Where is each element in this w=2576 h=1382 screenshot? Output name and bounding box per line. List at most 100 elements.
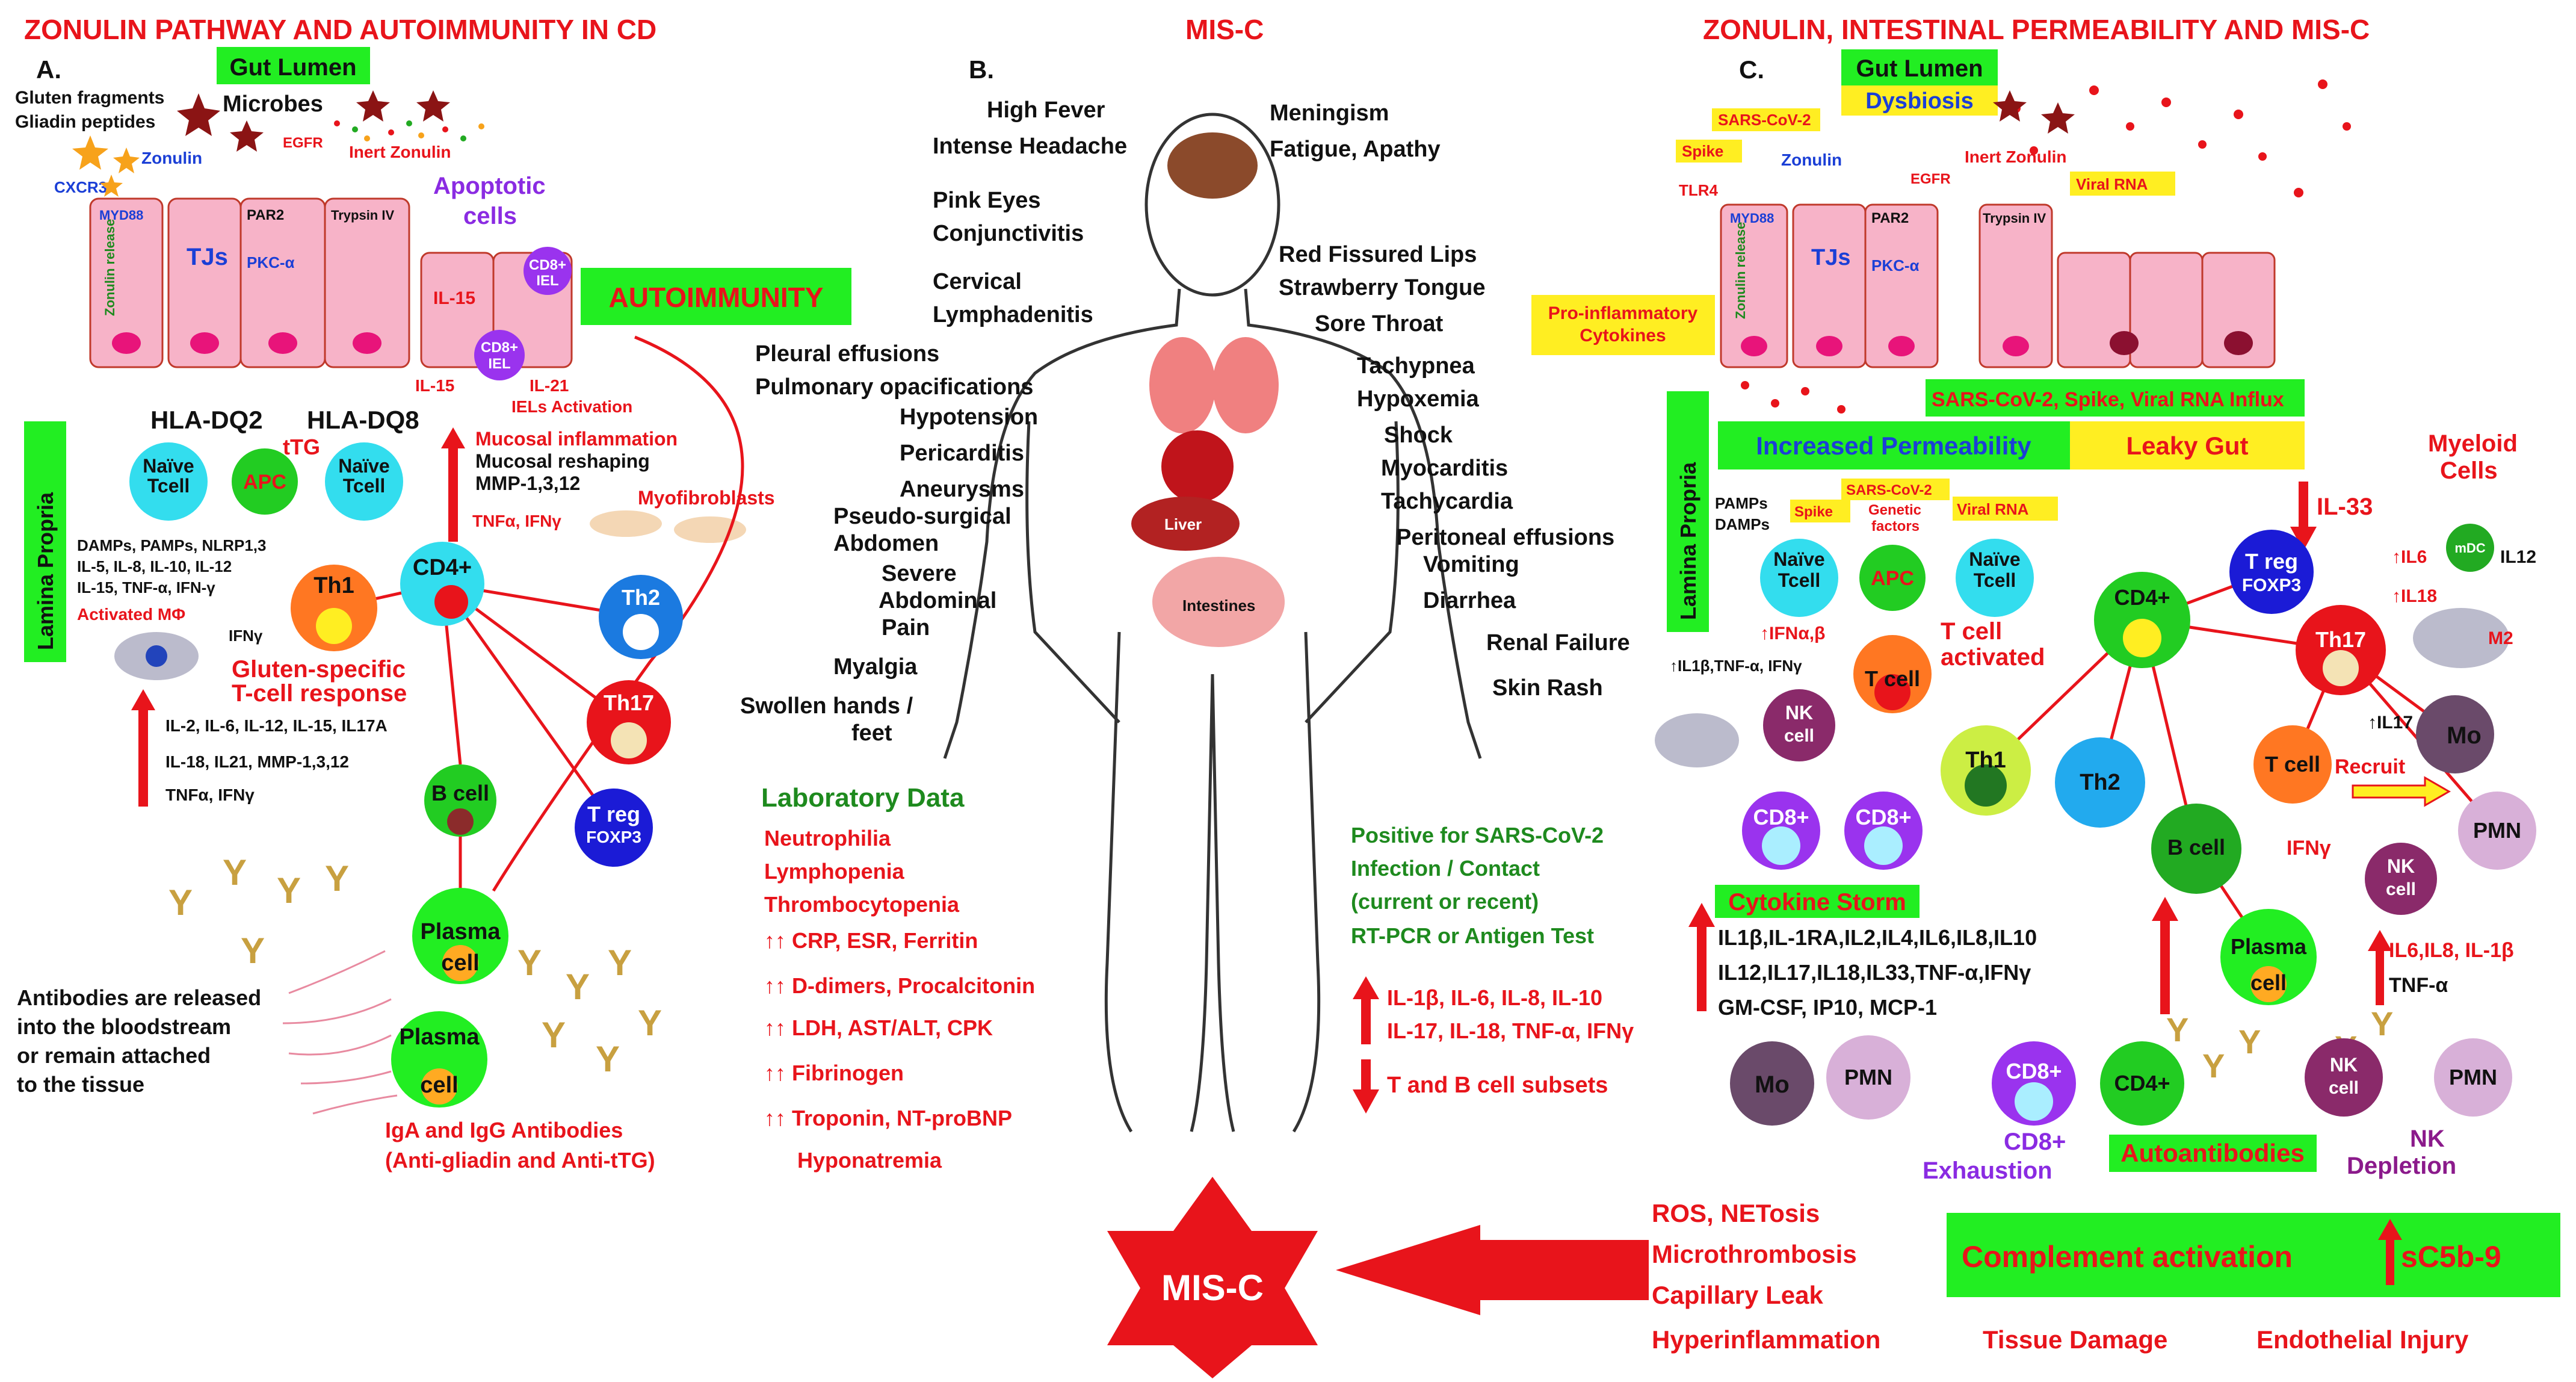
- mucosal-line3: MMP-1,3,12: [475, 473, 580, 494]
- spike-box-c2: [1790, 500, 1850, 522]
- lab-value-6: ↑↑ LDH, AST/ALT, CPK: [764, 1015, 993, 1040]
- naive-tcell-a1-line1: Naïve: [143, 455, 194, 477]
- il18-label-c: ↑IL18: [2392, 586, 2437, 606]
- naive-tcell-c1: [1760, 539, 1838, 617]
- treg-cell-a: [575, 789, 653, 867]
- positive-line3: (current or recent): [1351, 889, 1539, 914]
- cd4-label-c1: CD4+: [2114, 585, 2170, 610]
- lab-value-9: Hyponatremia: [797, 1148, 942, 1173]
- positive-line4: RT-PCR or Antigen Test: [1351, 923, 1594, 948]
- zonulin-release-label-c: Zonulin release: [1733, 222, 1748, 319]
- cd8-iel-a2-line1: CD8+: [481, 339, 518, 356]
- nk-label-c1: NK: [1785, 702, 1813, 724]
- pmn-label-c2: PMN: [1844, 1065, 1892, 1089]
- gluten-specific-line2: T-cell response: [232, 680, 407, 707]
- symptom-shock: Shock: [1384, 423, 1453, 448]
- gut-lumen-label-c: Gut Lumen: [1856, 55, 1983, 82]
- svg-text:Y: Y: [566, 967, 590, 1007]
- symptom-lymphadenitis: Lymphadenitis: [933, 302, 1093, 327]
- symptom-diarrhea: Diarrhea: [1423, 588, 1516, 613]
- cd8-label-c3: CD8+: [2006, 1059, 2062, 1083]
- plasma-cell-a1: [412, 888, 508, 984]
- symptom-tachypnea: Tachypnea: [1357, 353, 1475, 379]
- symptom-abdomen: Abdomen: [833, 531, 939, 556]
- lungs-icon: [1149, 337, 1279, 433]
- tjs-label-c: TJs: [1811, 245, 1850, 270]
- bottom-list-1: ROS, NETosis: [1652, 1199, 1820, 1227]
- storm-line3: GM-CSF, IP10, MCP-1: [1718, 995, 1937, 1020]
- symptom-headache: Intense Headache: [933, 134, 1127, 159]
- complement-label: Complement activation: [1962, 1240, 2293, 1274]
- right-cyto-arrow-shaft: [2376, 945, 2384, 1005]
- naive-tcell-a2: [325, 442, 403, 521]
- tb-down-arrow-head: [1353, 1089, 1379, 1114]
- leaky-gut-box: [2070, 421, 2305, 469]
- bcell-label-c: B cell: [2167, 835, 2225, 860]
- il33-arrow-shaft: [2299, 482, 2308, 530]
- plasma-nucleus-a1: [442, 945, 478, 981]
- liver-icon: [1131, 497, 1240, 551]
- brain-icon: [1167, 132, 1258, 199]
- cd8-iel-a2-line2: IEL: [488, 356, 510, 372]
- endothelial-label: Endothelial Injury: [2256, 1325, 2469, 1354]
- bcell-a: [424, 764, 496, 837]
- recruit-arrow-icon: [2352, 776, 2451, 807]
- nk-depletion-line1: NK: [2410, 1126, 2445, 1152]
- bcell-label-a: B cell: [431, 781, 489, 805]
- debris-dots-a: [334, 120, 484, 141]
- mdc-cell-icon: [2446, 524, 2494, 572]
- par2-label-c: PAR2: [1871, 210, 1909, 226]
- panel-c-letter: C.: [1739, 55, 1764, 84]
- storm-up-arrow-head: [1688, 903, 1715, 927]
- svg-text:Y: Y: [325, 858, 349, 899]
- microbe-star-icons-a: [177, 90, 450, 152]
- th2-nucleus-a: [623, 614, 659, 650]
- bcell-c: [2151, 804, 2241, 894]
- naive-tcell-c1-line2: Tcell: [1778, 569, 1821, 591]
- il33-label: IL-33: [2317, 494, 2373, 520]
- inert-zonulin-label-c: Inert Zonulin: [1965, 147, 2067, 166]
- microbes-label-a: Microbes: [223, 91, 323, 117]
- svg-text:Y: Y: [517, 943, 542, 983]
- pkc-label-c: PKC-α: [1871, 256, 1920, 274]
- mdc-label: mDC: [2454, 541, 2485, 556]
- symptom-renal-failure: Renal Failure: [1486, 630, 1630, 655]
- mo-label-c2: Mo: [1755, 1071, 1790, 1098]
- antibodies-text-line3: or remain attached: [17, 1043, 211, 1068]
- panel-b-title: MIS-C: [1185, 14, 1264, 45]
- intestines-label: Intestines: [1182, 596, 1255, 615]
- plasma-cell-label-a1: cell: [441, 950, 479, 976]
- spike-box-c1: [1676, 140, 1742, 163]
- microbe-star-icons-c: [1993, 90, 2075, 134]
- panel-b-letter: B.: [969, 55, 994, 84]
- svg-text:Y: Y: [596, 1039, 620, 1079]
- iga-igg-line1: IgA and IgG Antibodies: [385, 1118, 623, 1142]
- apoptotic-label-1: Apoptotic: [433, 173, 546, 199]
- lab-value-5: ↑↑ D-dimers, Procalcitonin: [764, 973, 1035, 998]
- ifng-label-c: IFNγ: [2287, 837, 2331, 860]
- myeloid-label-2: Cells: [2440, 457, 2498, 484]
- symptom-vomiting: Vomiting: [1423, 552, 1519, 577]
- cyto-up-line2: IL-17, IL-18, TNF-α, IFNγ: [1387, 1018, 1634, 1043]
- tlr4-label: TLR4: [1679, 181, 1719, 199]
- th1-nucleus-a: [316, 608, 352, 644]
- svg-text:Y: Y: [2166, 1011, 2188, 1049]
- plasma-label-a1: Plasma: [420, 919, 501, 944]
- apc-cell-a: [232, 448, 298, 515]
- myeloid-label-1: Myeloid: [2428, 430, 2518, 457]
- right-cyto-line2: TNF-α: [2389, 974, 2448, 997]
- th17-nucleus-a: [611, 722, 647, 758]
- apc-cell-c: [1859, 545, 1926, 611]
- sc5b9-arrow-head: [2378, 1219, 2402, 1240]
- th1-label-a: Th1: [314, 573, 354, 598]
- nk-cell-label-c2: cell: [2386, 879, 2416, 899]
- cd8-exhaustion-line1: CD8+: [2004, 1129, 2066, 1155]
- naive-tcell-c2-line2: Tcell: [1974, 569, 2016, 591]
- symptom-hypoxemia: Hypoxemia: [1357, 386, 1480, 412]
- myofibroblast-icon-2: [674, 516, 746, 543]
- cd8-iel-cell-a1: [524, 247, 572, 295]
- myofibroblasts-label: Myofibroblasts: [638, 487, 775, 509]
- cd4-cell-c2: [2100, 1041, 2184, 1126]
- liver-label: Liver: [1164, 515, 1202, 533]
- iga-igg-line2: (Anti-gliadin and Anti-tTG): [385, 1148, 655, 1173]
